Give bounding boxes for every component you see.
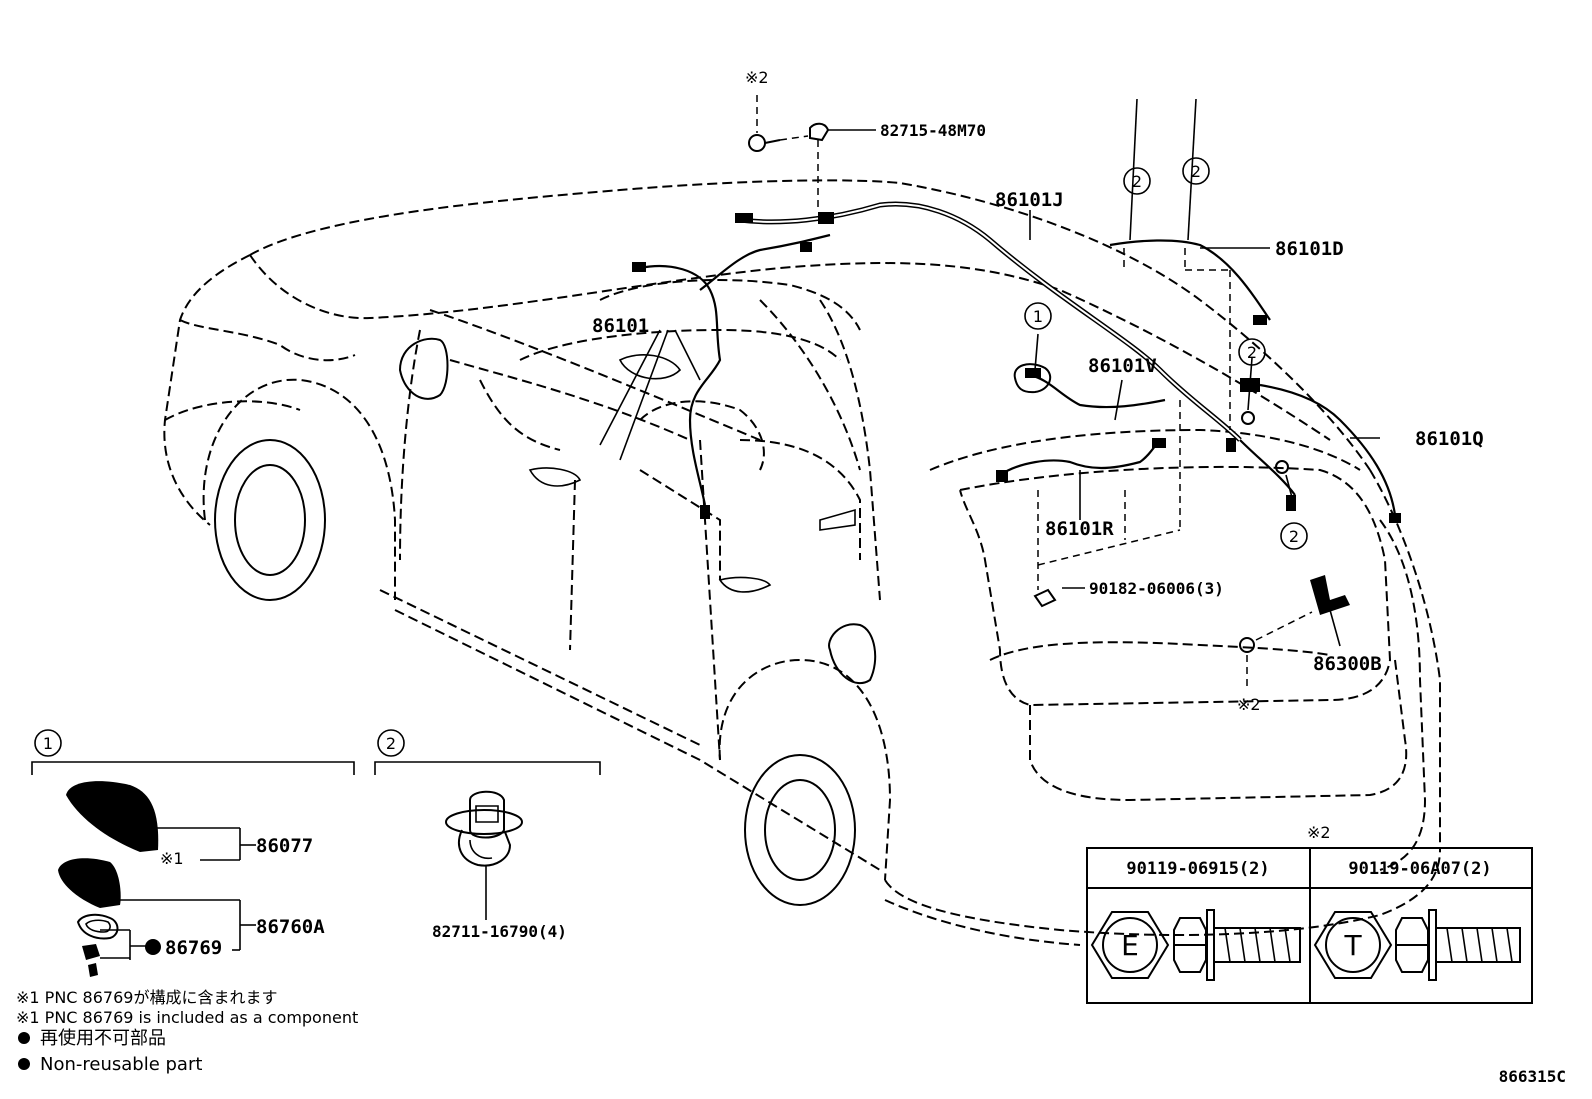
circle-2-a [1123, 167, 1151, 195]
section-1-antenna-parts: ※1 86077 86760A 86769 [31, 761, 355, 977]
label-86101D: 86101D [1275, 238, 1344, 260]
circle-2-b [1182, 157, 1210, 185]
bolt-82715 [748, 95, 830, 212]
kome2-top: ※2 [745, 68, 769, 87]
label-86101V: 86101V [1088, 355, 1157, 377]
roof-antenna-unit [1013, 363, 1052, 394]
circle-2-c [1238, 338, 1266, 366]
bolt-table-col1-header: 90119-06915(2) [1126, 859, 1269, 879]
section-2-clip-parts: 82711-16790(4) [374, 761, 601, 941]
bolt-E-icon: E [1090, 909, 1301, 981]
svg-text:T: T [1343, 929, 1362, 962]
label-86101Q: 86101Q [1415, 428, 1484, 450]
label-86769: 86769 [165, 937, 222, 959]
svg-text:2: 2 [1289, 527, 1299, 546]
label-86101R: 86101R [1045, 518, 1114, 540]
bolt-table: ※2 90119-06915(2) 90119-06A07(2) E T [1086, 823, 1533, 1004]
svg-text:2: 2 [1132, 172, 1142, 191]
svg-text:E: E [1121, 929, 1139, 962]
car-body-outline [163, 179, 1441, 946]
kome2-bottom: ※2 [1237, 695, 1261, 714]
circle-1-a [1024, 302, 1052, 330]
nonreusable-dot [145, 939, 161, 955]
svg-text:2: 2 [1191, 162, 1201, 181]
bolt-table-title: ※2 [1307, 823, 1331, 842]
bolt-T-icon: T [1313, 909, 1521, 981]
label-82715: 82715-48M70 [880, 121, 986, 140]
interior-outline [479, 279, 861, 593]
legend-nonreuse-en: Non-reusable part [40, 1054, 202, 1075]
connectors [632, 212, 1401, 523]
clip-90182 [1033, 400, 1181, 608]
note-en: ※1 PNC 86769 is included as a component [16, 1008, 358, 1027]
label-82711: 82711-16790(4) [432, 922, 567, 941]
circle-1-section [34, 729, 62, 757]
gasket [76, 913, 119, 940]
label-86077: 86077 [256, 835, 313, 857]
legend: ※1 PNC 86769が構成に含まれます ※1 PNC 86769 is in… [16, 988, 1566, 1086]
bolt-table-col2-header: 90119-06A07(2) [1348, 859, 1491, 879]
legend-nonreuse-ja: 再使用不可部品 [40, 1028, 166, 1049]
legend-dot-ja [18, 1032, 30, 1044]
label-86300B: 86300B [1313, 653, 1382, 675]
nut [82, 944, 100, 960]
clip-82711 [445, 790, 523, 920]
legend-dot-en [18, 1058, 30, 1070]
leader-lines [599, 98, 1380, 647]
svg-text:2: 2 [386, 734, 396, 753]
label-86760A: 86760A [256, 916, 325, 938]
svg-text:1: 1 [1033, 307, 1043, 326]
figure-id: 866315C [1499, 1067, 1566, 1086]
circle-2-d [1280, 522, 1308, 550]
antenna-cover-86077 [66, 781, 159, 852]
clip-leaders [1123, 248, 1289, 474]
svg-text:※1: ※1 [160, 849, 184, 868]
part-labels: ※2 82715-48M70 86101J 86101D 86101 86101… [592, 68, 1484, 714]
svg-text:1: 1 [43, 734, 53, 753]
circle-2-section [377, 729, 405, 757]
note-ja: ※1 PNC 86769が構成に含まれます [16, 988, 277, 1007]
svg-text:2: 2 [1247, 343, 1257, 362]
label-86101: 86101 [592, 315, 649, 337]
unit-86300B [1239, 575, 1350, 690]
antenna-86760A [58, 858, 121, 908]
label-86101J: 86101J [995, 189, 1064, 211]
label-90182: 90182-06006(3) [1089, 579, 1224, 598]
circled-markers: 2 2 1 2 2 1 2 [34, 157, 1308, 757]
